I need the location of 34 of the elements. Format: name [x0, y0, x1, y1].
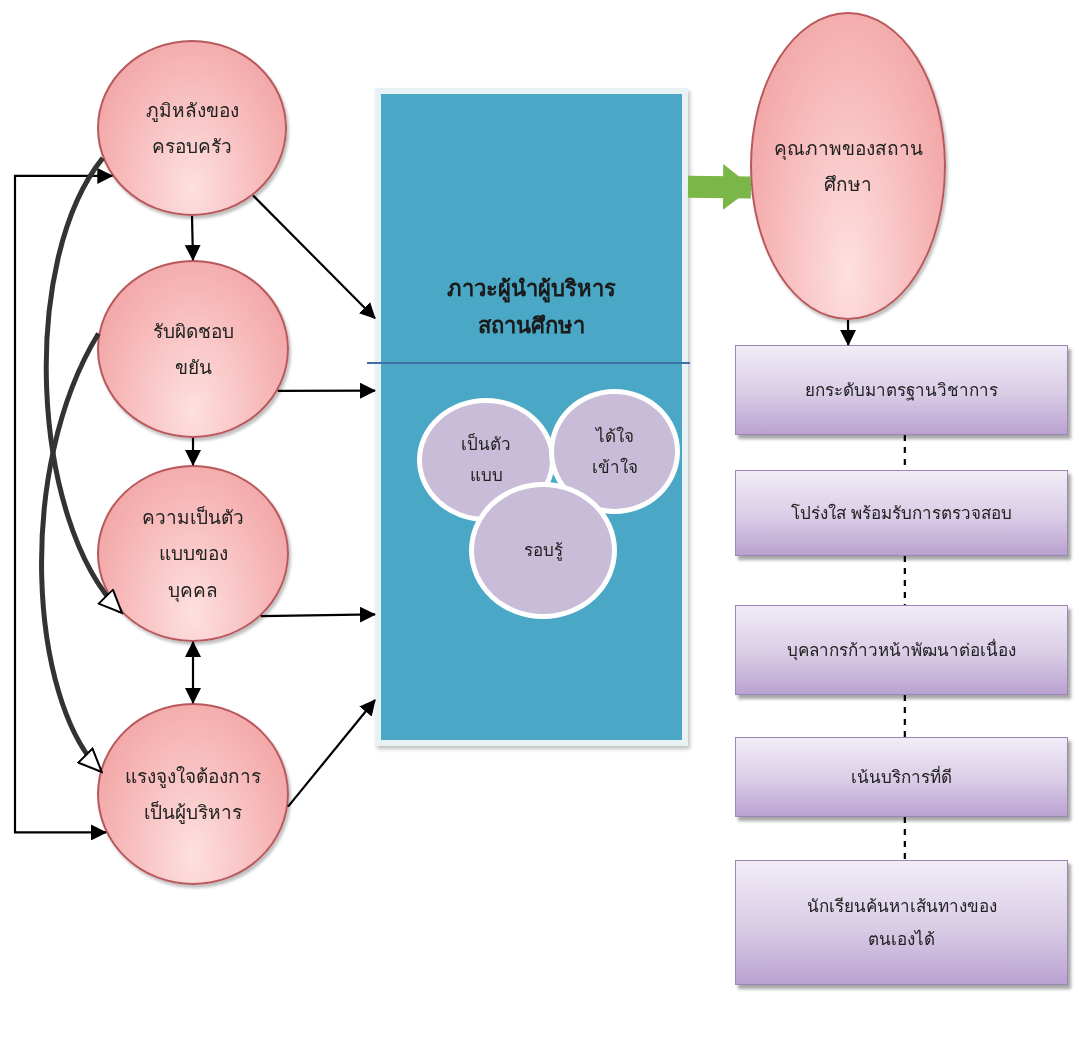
panel-title: ภาวะผู้นำผู้บริหารสถานศึกษา — [446, 275, 617, 341]
node-label: เป็นตัวแบบ — [460, 432, 512, 487]
arrow — [840, 320, 857, 346]
connector-line — [903, 817, 906, 860]
node-label: ได้ใจเข้าใจ — [590, 424, 639, 479]
node-label: คุณภาพของสถานศึกษา — [772, 135, 924, 197]
node-label: เน้นบริการที่ดี — [850, 764, 953, 789]
curved-arrow — [44, 156, 123, 615]
arrow — [260, 606, 376, 623]
node-label: นักเรียนค้นหาเส้นทางของตนเองได้ — [805, 895, 998, 951]
node-label: แรงจูงใจต้องการเป็นผู้บริหาร — [124, 763, 262, 826]
block-arrow — [687, 164, 753, 211]
arrow — [252, 194, 376, 320]
arrow — [13, 167, 114, 841]
node-label: โปร่งใส พร้อมรับการตรวจสอบ — [789, 501, 1014, 525]
node-label: ยกระดับมาตรฐานวิชาการ — [804, 378, 999, 403]
node-label: รอบรู้ — [523, 539, 563, 563]
connector-line — [903, 556, 906, 605]
node-label: ความเป็นตัวแบบของบุคคล — [141, 505, 245, 604]
curved-arrow — [39, 332, 103, 773]
process-box — [735, 345, 1068, 435]
arrow — [287, 699, 376, 808]
process-box — [735, 860, 1068, 985]
process-box — [735, 737, 1068, 817]
process-box — [735, 470, 1068, 556]
process-box — [735, 605, 1068, 695]
node-label: รับผิดชอบขยัน — [151, 318, 235, 380]
arrow — [184, 215, 201, 261]
node-label: บุคลากรก้าวหน้าพัฒนาต่อเนื่อง — [786, 637, 1017, 663]
connector-line — [903, 695, 906, 737]
arrow — [277, 382, 376, 399]
arrow — [185, 641, 201, 704]
node-label: ภูมิหลังของครอบครัว — [144, 97, 240, 159]
arrow — [185, 438, 201, 466]
